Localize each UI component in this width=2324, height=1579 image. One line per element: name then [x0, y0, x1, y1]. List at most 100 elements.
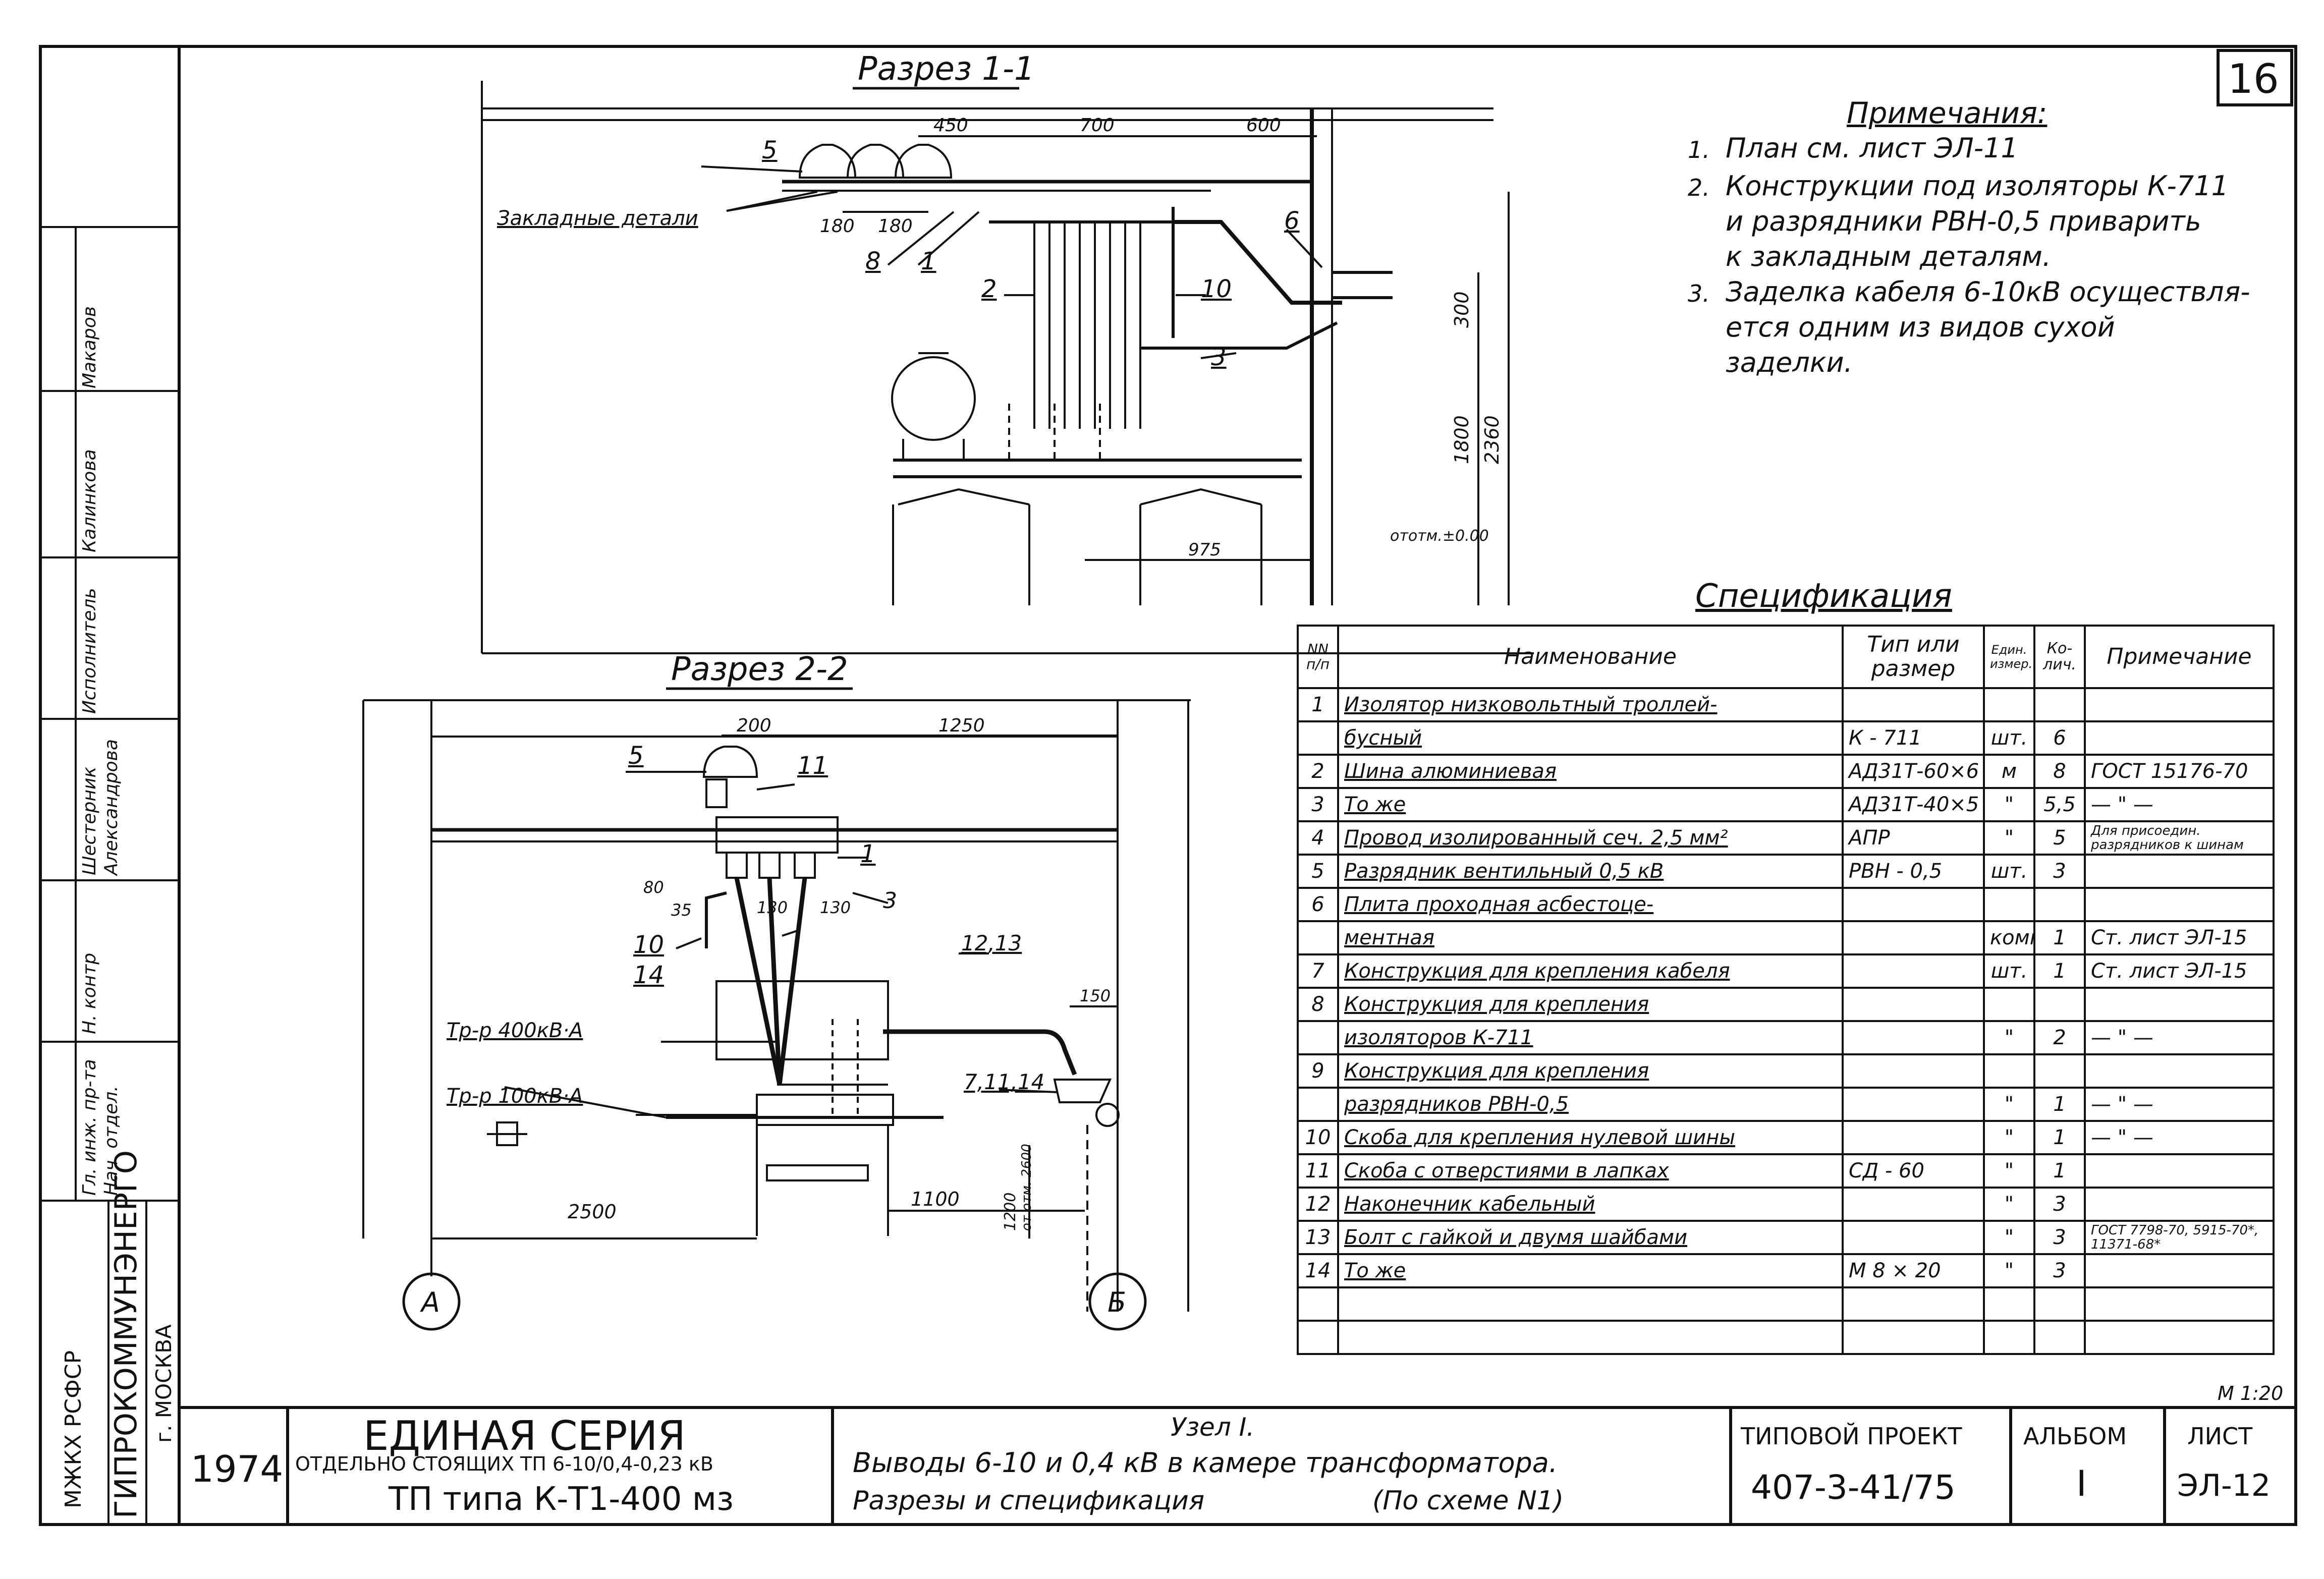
spec-cell-qty: 6	[2033, 720, 2086, 756]
section-1-1-title: Разрез 1-1	[858, 50, 1035, 88]
notes-2-line-3: к закладным деталям.	[1726, 241, 2051, 272]
notes-3-line-1: Заделка кабеля 6-10кВ осуществля-	[1726, 276, 2250, 308]
stamp-role-2: Н. контр	[79, 952, 100, 1034]
spec-cell-type	[1842, 1020, 1985, 1055]
title-scheme: (По схеме N1)	[1372, 1486, 1564, 1516]
title-subtitle: ОТДЕЛЬНО СТОЯЩИХ ТП 6-10/0,4-0,23 кВ	[295, 1453, 713, 1475]
callout-2-2-12-13: 12,13	[961, 931, 1022, 955]
title-node: Узел I.	[1171, 1413, 1255, 1442]
spec-cell-type	[1842, 1187, 1985, 1222]
dim-130b: 130	[820, 898, 851, 917]
spec-row: изоляторов К-711"2— " —	[1297, 1020, 2275, 1055]
spec-cell-unit: компл.	[1983, 920, 2035, 955]
spec-cell-unit	[1983, 687, 2035, 722]
spec-title: Спецификация	[1695, 578, 1952, 615]
spec-cell-num: 13	[1297, 1220, 1339, 1255]
spec-col-note: Примечание	[2084, 625, 2275, 689]
spec-cell-unit: шт.	[1983, 720, 2035, 756]
spec-col-name: Наименование	[1337, 625, 1844, 689]
spec-cell-type	[1842, 920, 1985, 955]
spec-cell-qty: 1	[2033, 920, 2086, 955]
spec-cell-name	[1337, 1286, 1844, 1322]
spec-cell-qty: 3	[2033, 1253, 2086, 1288]
spec-cell-qty: 1	[2033, 1153, 2086, 1189]
spec-cell-unit: шт.	[1983, 953, 2035, 989]
notes-2-line-1: Конструкции под изоляторы К-711	[1726, 170, 2229, 202]
spec-row: ментнаякомпл.1Ст. лист ЭЛ-15	[1297, 920, 2275, 955]
spec-cell-note	[2084, 1053, 2275, 1089]
spec-col-type: Тип или размер	[1842, 625, 1985, 689]
title-album-label: АЛЬБОМ	[2023, 1423, 2127, 1450]
spec-cell-type: К - 711	[1842, 720, 1985, 756]
spec-cell-num: 1	[1297, 687, 1339, 722]
spec-cell-unit	[1983, 1320, 2035, 1355]
dim-700: 700	[1080, 115, 1115, 136]
callout-1-1-3: 3	[1211, 343, 1227, 371]
spec-cell-note	[2084, 1153, 2275, 1189]
spec-cell-note	[2084, 720, 2275, 756]
spec-cell-name: ментная	[1337, 920, 1844, 955]
dim-2360: 2360	[1481, 415, 1503, 464]
spec-cell-type: АД31Т-40×5	[1842, 787, 1985, 822]
spec-col-num: NN п/п	[1297, 625, 1339, 689]
spec-cell-num	[1297, 720, 1339, 756]
spec-cell-qty	[2033, 1053, 2086, 1089]
spec-cell-qty: 1	[2033, 1087, 2086, 1122]
spec-table: NN п/п Наименование Тип или размер Един.…	[1297, 625, 2275, 1355]
section-1-1-drawing	[481, 81, 1534, 654]
spec-cell-qty	[2033, 1320, 2086, 1355]
dim-130a: 130	[757, 898, 788, 917]
spec-cell-note	[2084, 887, 2275, 922]
spec-cell-num: 14	[1297, 1253, 1339, 1288]
spec-cell-num: 5	[1297, 854, 1339, 889]
spec-cell-name: Шина алюминиевая	[1337, 754, 1844, 789]
spec-cell-qty	[2033, 1286, 2086, 1322]
spec-cell-unit: "	[1983, 820, 2035, 856]
spec-cell-name	[1337, 1320, 1844, 1355]
stamp-name-2: Александрова	[101, 739, 122, 875]
spec-cell-note: — " —	[2084, 1087, 2275, 1122]
callout-leaders	[626, 165, 1323, 1093]
scale-label: М 1:20	[2218, 1382, 2284, 1404]
spec-cell-unit: шт.	[1983, 854, 2035, 889]
spec-cell-num	[1297, 1087, 1339, 1122]
spec-cell-name: Конструкция для крепления	[1337, 1053, 1844, 1089]
spec-cell-note: Ст. лист ЭЛ-15	[2084, 953, 2275, 989]
spec-row: разрядников РВН-0,5"1— " —	[1297, 1087, 2275, 1122]
spec-cell-note: — " —	[2084, 1020, 2275, 1055]
spec-cell-type	[1842, 987, 1985, 1022]
spec-cell-unit	[1983, 987, 2035, 1022]
dim-150: 150	[1080, 986, 1111, 1005]
section-2-2-drawing	[362, 687, 1191, 1331]
notes-2-line-2: и разрядники РВН-0,5 приварить	[1726, 205, 2201, 237]
dim-1250: 1250	[938, 715, 985, 736]
spec-cell-note	[2084, 1187, 2275, 1222]
title-tp-type: ТП типа К-Т1-400 мз	[389, 1481, 734, 1518]
spec-cell-note	[2084, 854, 2275, 889]
spec-cell-note: ГОСТ 15176-70	[2084, 754, 2275, 789]
spec-cell-name: Болт с гайкой и двумя шайбами	[1337, 1220, 1844, 1255]
title-sheet-no: ЭЛ-12	[2177, 1468, 2271, 1503]
spec-row	[1297, 1286, 2275, 1322]
title-project-label: ТИПОВОЙ ПРОЕКТ	[1741, 1423, 1962, 1450]
axis-a-label: А	[421, 1286, 440, 1318]
spec-cell-qty: 5	[2033, 820, 2086, 856]
title-sheet-label: ЛИСТ	[2187, 1423, 2253, 1450]
spec-cell-num: 6	[1297, 887, 1339, 922]
spec-cell-name: Плита проходная асбестоце-	[1337, 887, 1844, 922]
dim-1800: 1800	[1451, 415, 1473, 464]
spec-cell-unit	[1983, 1053, 2035, 1089]
spec-cell-name: Конструкция для крепления кабеля	[1337, 953, 1844, 989]
spec-cell-unit: "	[1983, 1220, 2035, 1255]
spec-cell-note	[2084, 1320, 2275, 1355]
section-2-2-title: Разрез 2-2	[671, 651, 848, 688]
callout-2-2-1: 1	[860, 840, 876, 868]
